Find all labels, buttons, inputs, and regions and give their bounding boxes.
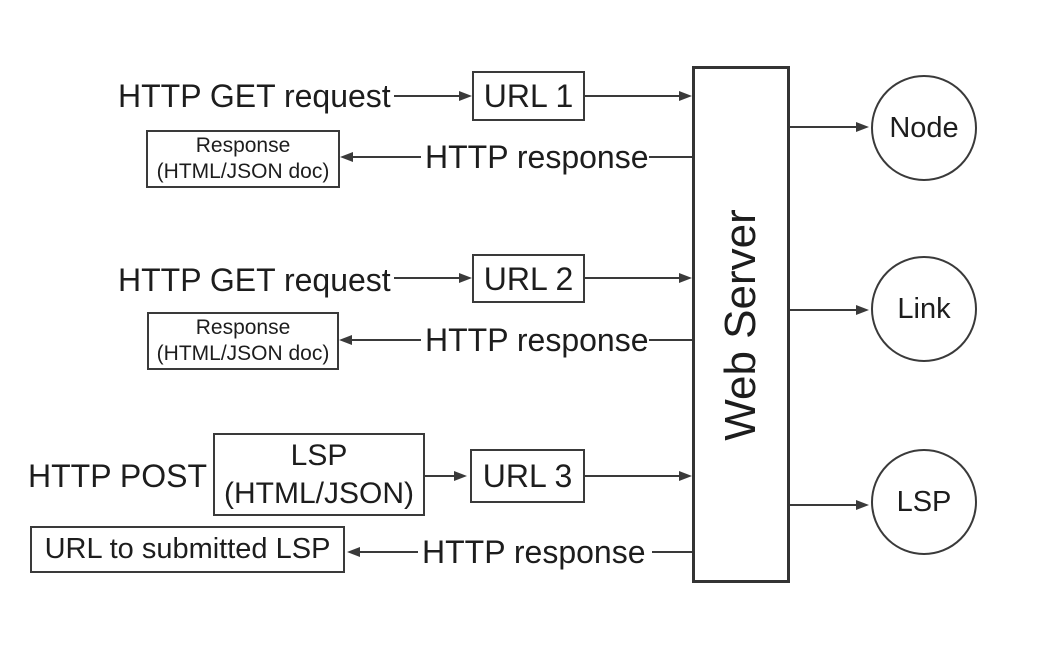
url-to-submitted-lsp-label: URL to submitted LSP xyxy=(44,533,331,565)
get2-to-url2-line xyxy=(394,277,460,279)
response2-line-right xyxy=(649,339,693,341)
response3-line-right xyxy=(652,551,693,553)
url-3-box: URL 3 xyxy=(470,449,585,503)
url-3-label: URL 3 xyxy=(482,458,573,494)
url-1-box: URL 1 xyxy=(472,71,585,121)
get1-to-url1-line xyxy=(394,95,460,97)
http-response-3-label: HTTP response xyxy=(422,534,646,570)
url-2-label: URL 2 xyxy=(483,260,574,297)
response-box-2: Response (HTML/JSON doc) xyxy=(147,312,339,370)
http-response-2-label: HTTP response xyxy=(425,322,649,358)
arrowhead-left-icon xyxy=(347,547,360,557)
web-server-label: Web Server xyxy=(716,208,765,441)
arrowhead-right-icon xyxy=(856,305,869,315)
response3-line-left xyxy=(360,551,418,553)
response1-line-right xyxy=(649,156,693,158)
url-2-box: URL 2 xyxy=(472,254,585,303)
http-response-1-label: HTTP response xyxy=(425,139,649,175)
server-to-link-line xyxy=(790,309,856,311)
server-to-node-line xyxy=(790,126,856,128)
server-to-lsp-line xyxy=(790,504,856,506)
node-circle: Node xyxy=(871,75,977,181)
response-box-1-title: Response xyxy=(195,134,291,157)
link-circle: Link xyxy=(871,256,977,362)
http-get-request-2-label: HTTP GET request xyxy=(118,262,391,298)
node-label: Node xyxy=(889,111,959,144)
arrowhead-right-icon xyxy=(856,500,869,510)
arrowhead-right-icon xyxy=(454,471,467,481)
arrowhead-left-icon xyxy=(339,335,352,345)
http-get-request-1-label: HTTP GET request xyxy=(118,78,391,114)
url-to-submitted-lsp-box: URL to submitted LSP xyxy=(30,526,345,573)
arrowhead-right-icon xyxy=(679,471,692,481)
response1-line-left xyxy=(353,156,421,158)
link-label: Link xyxy=(897,292,951,325)
web-server-box: Web Server xyxy=(692,66,790,583)
http-post-label: HTTP POST xyxy=(28,458,207,494)
response-box-2-subtitle: (HTML/JSON doc) xyxy=(156,342,330,365)
arrowhead-right-icon xyxy=(679,273,692,283)
response-box-1: Response (HTML/JSON doc) xyxy=(146,130,340,188)
url-1-label: URL 1 xyxy=(483,78,574,114)
arrowhead-left-icon xyxy=(340,152,353,162)
response-box-2-title: Response xyxy=(195,316,291,339)
lsp-payload-title: LSP xyxy=(290,438,348,472)
response-box-1-subtitle: (HTML/JSON doc) xyxy=(156,160,330,183)
lsp-label: LSP xyxy=(896,485,952,518)
arrowhead-right-icon xyxy=(679,91,692,101)
lsp-payload-box: LSP (HTML/JSON) xyxy=(213,433,425,516)
lsp-circle: LSP xyxy=(871,449,977,555)
arrowhead-right-icon xyxy=(459,91,472,101)
lsp-payload-subtitle: (HTML/JSON) xyxy=(224,476,414,510)
arrowhead-right-icon xyxy=(856,122,869,132)
payload-to-url3-line xyxy=(425,475,455,477)
response2-line-left xyxy=(352,339,421,341)
url2-to-server-line xyxy=(585,277,680,279)
arrowhead-right-icon xyxy=(459,273,472,283)
url1-to-server-line xyxy=(585,95,680,97)
url3-to-server-line xyxy=(585,475,680,477)
